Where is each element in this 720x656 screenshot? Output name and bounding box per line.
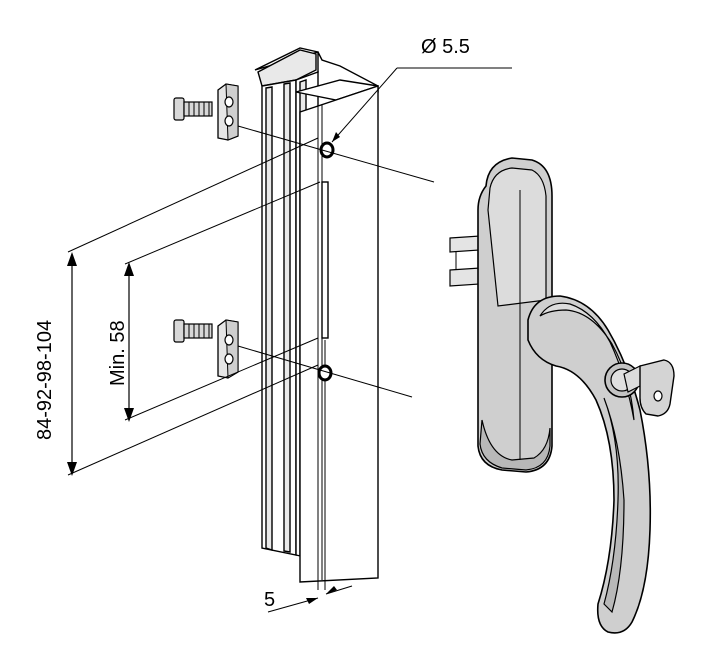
lower-screw-icon [173,319,213,343]
min-distance-label: Min. 58 [107,320,129,386]
construction-lines [237,67,512,398]
upper-fixing [173,83,239,141]
lower-nut-plate-icon [217,319,239,379]
frame-profile [254,47,379,590]
dimension-slot [267,585,353,613]
window-handle-icon [449,157,675,634]
key-icon [623,359,675,417]
dimension-spacing [67,137,319,476]
upper-nut-plate-icon [217,83,239,141]
lower-fixing [173,319,239,379]
dimension-min [124,181,321,422]
hole-diameter-label: Ø 5.5 [421,36,470,58]
hole-spacing-label: 84-92-98-104 [34,320,56,440]
slot-width-label: 5 [264,589,275,611]
upper-screw-icon [173,97,213,121]
